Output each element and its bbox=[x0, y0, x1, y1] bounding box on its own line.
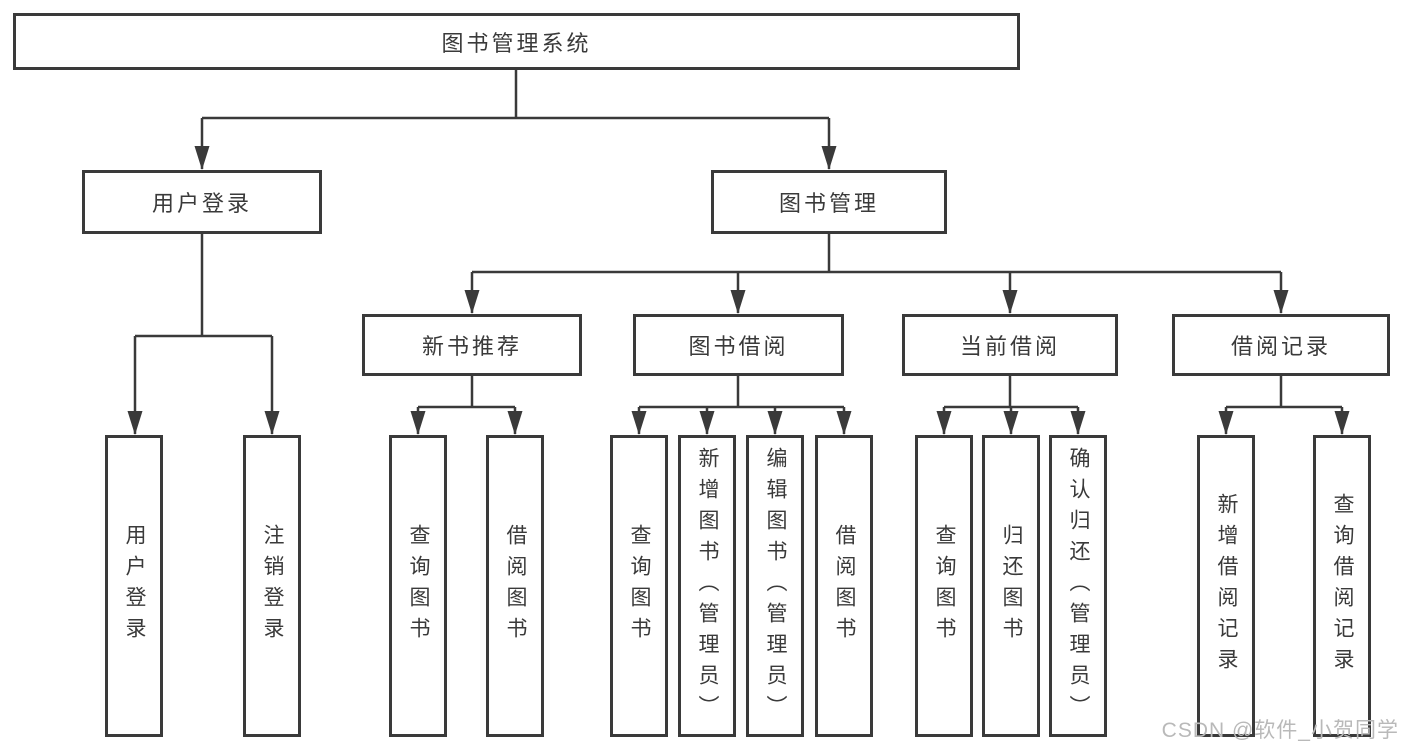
node-borrowing-records: 借阅记录 bbox=[1172, 314, 1390, 376]
leaf-cb-confirm-return-admin: 确认归还（管理员） bbox=[1049, 435, 1107, 737]
leaf-cb-return-books: 归还图书 bbox=[982, 435, 1040, 737]
node-user-login: 用户登录 bbox=[82, 170, 322, 234]
node-book-borrowing: 图书借阅 bbox=[633, 314, 844, 376]
node-current-borrowing: 当前借阅 bbox=[902, 314, 1118, 376]
leaf-user-login: 用户登录 bbox=[105, 435, 163, 737]
leaf-br-query-record: 查询借阅记录 bbox=[1313, 435, 1371, 737]
leaf-bb-borrow-books: 借阅图书 bbox=[815, 435, 873, 737]
node-library-management-system: 图书管理系统 bbox=[13, 13, 1020, 70]
csdn-watermark: CSDN @软件_小贺同学 bbox=[1161, 719, 1399, 742]
leaf-logout: 注销登录 bbox=[243, 435, 301, 737]
leaf-nbr-borrow-books: 借阅图书 bbox=[486, 435, 544, 737]
leaf-cb-query-books: 查询图书 bbox=[915, 435, 973, 737]
leaf-bb-add-books-admin: 新增图书（管理员） bbox=[678, 435, 736, 737]
leaf-br-add-record: 新增借阅记录 bbox=[1197, 435, 1255, 737]
leaf-bb-edit-books-admin: 编辑图书（管理员） bbox=[746, 435, 804, 737]
node-new-book-recommend: 新书推荐 bbox=[362, 314, 582, 376]
leaf-bb-query-books: 查询图书 bbox=[610, 435, 668, 737]
leaf-nbr-query-books: 查询图书 bbox=[389, 435, 447, 737]
node-book-management: 图书管理 bbox=[711, 170, 947, 234]
